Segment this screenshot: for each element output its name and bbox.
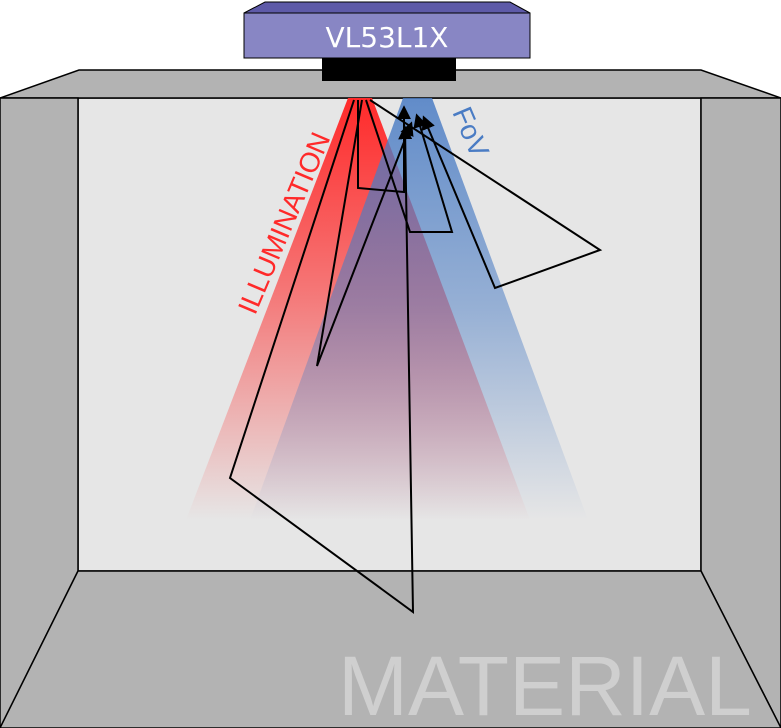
box-right-wall	[700, 97, 781, 728]
ray-path-box	[365, 99, 454, 233]
material-label: MATERIAL	[338, 639, 752, 728]
sensor-top-face	[243, 1, 531, 14]
box-top-face	[0, 69, 781, 99]
fov-cone	[250, 98, 588, 520]
reflection-rays	[228, 99, 603, 614]
sensor-body	[243, 12, 531, 59]
ray-path-middle	[316, 99, 414, 367]
ray-path-long	[228, 99, 415, 614]
box-floor	[0, 570, 781, 728]
sensor-lens	[322, 57, 456, 81]
sensor: VL53L1X	[243, 1, 531, 81]
ray-path-wide	[369, 99, 603, 290]
ray-path-short	[357, 100, 411, 194]
sensor-label: VL53L1X	[326, 21, 449, 54]
